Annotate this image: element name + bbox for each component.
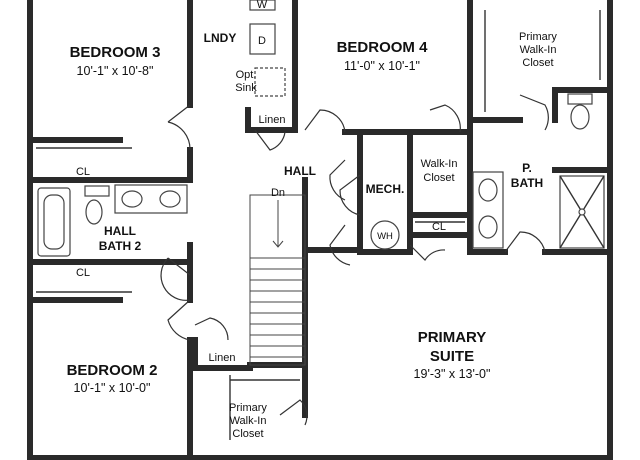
- stairs-down-label: Dn: [271, 187, 285, 199]
- room-name-primary-suite-2: SUITE: [430, 348, 474, 365]
- sink-icon: [121, 190, 143, 208]
- room-name-primary-suite-1: PRIMARY: [418, 329, 487, 346]
- room-dims-bedroom-4: 11'-0" x 10'-1": [344, 59, 420, 73]
- washer-label: W: [257, 0, 268, 11]
- room-dims-bedroom-2: 10'-1" x 10'-0": [74, 381, 151, 395]
- closet-label-mech: CL: [432, 221, 446, 233]
- toilet-tank-icon: [567, 93, 593, 105]
- dryer-label: D: [258, 35, 266, 47]
- primary-walkin-bottom-2: Walk-In: [230, 415, 267, 427]
- laundry-fixtures: [249, 0, 286, 97]
- closet-label-b2: CL: [76, 267, 90, 279]
- doors: [160, 94, 549, 426]
- dryer-icon: [249, 23, 276, 55]
- room-name-laundry: LNDY: [204, 31, 237, 45]
- room-name-p-bath-2: BATH: [511, 176, 543, 190]
- primary-walkin-bottom-3: Closet: [232, 428, 263, 440]
- linen-label-bottom: Linen: [209, 352, 236, 364]
- sink-icon: [478, 178, 498, 202]
- room-name-hall: HALL: [284, 164, 316, 178]
- water-heater-label: WH: [377, 231, 393, 242]
- hall-bath-fixtures: [37, 184, 188, 257]
- room-name-hall-bath-1: HALL: [104, 224, 136, 238]
- opt-sink-label-2: Sink: [235, 82, 257, 94]
- walkin-closet-label-1: Walk-In: [421, 158, 458, 170]
- primary-walkin-bottom-1: Primary: [229, 402, 267, 414]
- toilet-tank-icon: [84, 185, 110, 197]
- primary-walkin-top-2: Walk-In: [520, 44, 557, 56]
- room-dims-primary-suite: 19'-3" x 13'-0": [414, 367, 491, 381]
- primary-walkin-top-3: Closet: [522, 57, 553, 69]
- toilet-icon: [85, 199, 103, 225]
- room-dims-bedroom-3: 10'-1" x 10'-8": [77, 64, 154, 78]
- sink-icon: [478, 215, 498, 239]
- room-name-bedroom-2: BEDROOM 2: [67, 362, 158, 379]
- room-name-p-bath-1: P.: [522, 161, 532, 175]
- water-heater: [370, 220, 400, 250]
- stairs: [249, 194, 306, 366]
- primary-bath-fixtures: [472, 93, 605, 249]
- linen-label-top: Linen: [259, 114, 286, 126]
- opt-sink-label-1: Opt.: [236, 69, 257, 81]
- washer-icon: [249, 0, 276, 11]
- room-labels: BEDROOM 3 10'-1" x 10'-8" LNDY W D Opt. …: [67, 0, 558, 440]
- room-name-bedroom-3: BEDROOM 3: [70, 44, 161, 61]
- closet-rods: [36, 10, 601, 440]
- sink-icon: [159, 190, 181, 208]
- closet-label-b3: CL: [76, 166, 90, 178]
- toilet-icon: [570, 104, 590, 130]
- walkin-closet-label-2: Closet: [423, 172, 454, 184]
- water-heater-icon: [370, 220, 400, 250]
- room-name-bedroom-4: BEDROOM 4: [337, 39, 429, 56]
- room-name-mech: MECH.: [366, 182, 405, 196]
- room-name-hall-bath-2: BATH 2: [99, 239, 142, 253]
- sink-icon: [254, 67, 286, 97]
- primary-walkin-top-1: Primary: [519, 31, 557, 43]
